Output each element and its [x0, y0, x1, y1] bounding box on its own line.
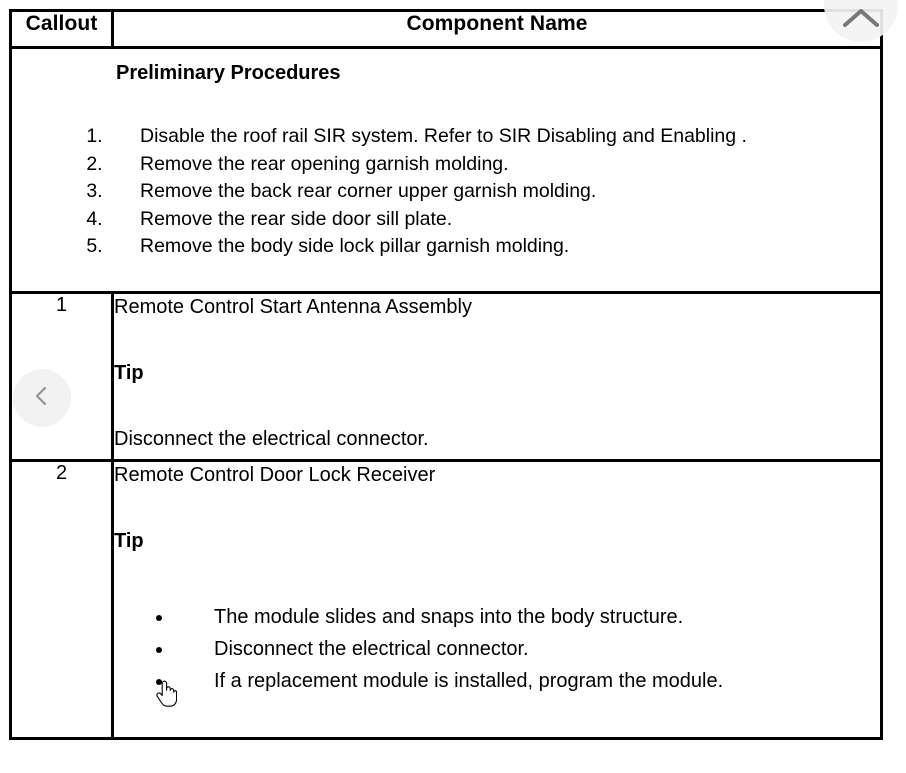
callout-number-1: 1 [9, 291, 114, 462]
list-item: Remove the body side lock pillar garnish… [108, 233, 880, 261]
table-row: 1 Remote Control Start Antenna Assembly … [9, 291, 883, 462]
chevron-up-icon [839, 5, 883, 40]
list-item: Disconnect the electrical connector. [174, 633, 880, 665]
list-item: The module slides and snaps into the bod… [174, 601, 880, 633]
component-name-2: Remote Control Door Lock Receiver [114, 464, 436, 486]
chevron-left-icon [30, 384, 54, 413]
column-header-component-name: Component Name [111, 9, 883, 49]
column-header-callout: Callout [9, 9, 114, 49]
list-item: If a replacement module is installed, pr… [174, 665, 880, 697]
list-item: Disable the roof rail SIR system. Refer … [108, 123, 880, 151]
list-item: Remove the rear side door sill plate. [108, 206, 880, 234]
tip-label-2: Tip [114, 530, 144, 552]
table-header: Callout Component Name [9, 9, 883, 49]
table-row: 2 Remote Control Door Lock Receiver Tip … [9, 459, 883, 740]
preliminary-inner: Preliminary Procedures Disable the roof … [12, 49, 880, 261]
component-cell-1: Remote Control Start Antenna Assembly Ti… [111, 291, 883, 462]
table-header-row: Callout Component Name [9, 9, 883, 49]
tip-text-1: Disconnect the electrical connector. [114, 428, 429, 450]
component-cell-2: Remote Control Door Lock Receiver Tip Th… [111, 459, 883, 740]
list-item: Remove the back rear corner upper garnis… [108, 178, 880, 206]
table-body: Preliminary Procedures Disable the roof … [9, 46, 883, 740]
component-name-1: Remote Control Start Antenna Assembly [114, 296, 472, 318]
previous-page-button[interactable] [13, 369, 71, 427]
tip-label-1: Tip [114, 362, 144, 384]
preliminary-steps-list: Disable the roof rail SIR system. Refer … [12, 123, 880, 261]
component-procedure-table: Callout Component Name Preliminary Proce… [9, 9, 883, 740]
tip-bullet-list-2: The module slides and snaps into the bod… [114, 601, 880, 697]
list-item: Remove the rear opening garnish molding. [108, 151, 880, 179]
preliminary-procedures-cell: Preliminary Procedures Disable the roof … [9, 46, 883, 294]
preliminary-procedures-title: Preliminary Procedures [116, 62, 341, 84]
table-row-preliminary: Preliminary Procedures Disable the roof … [9, 46, 883, 294]
callout-number-2: 2 [9, 459, 114, 740]
